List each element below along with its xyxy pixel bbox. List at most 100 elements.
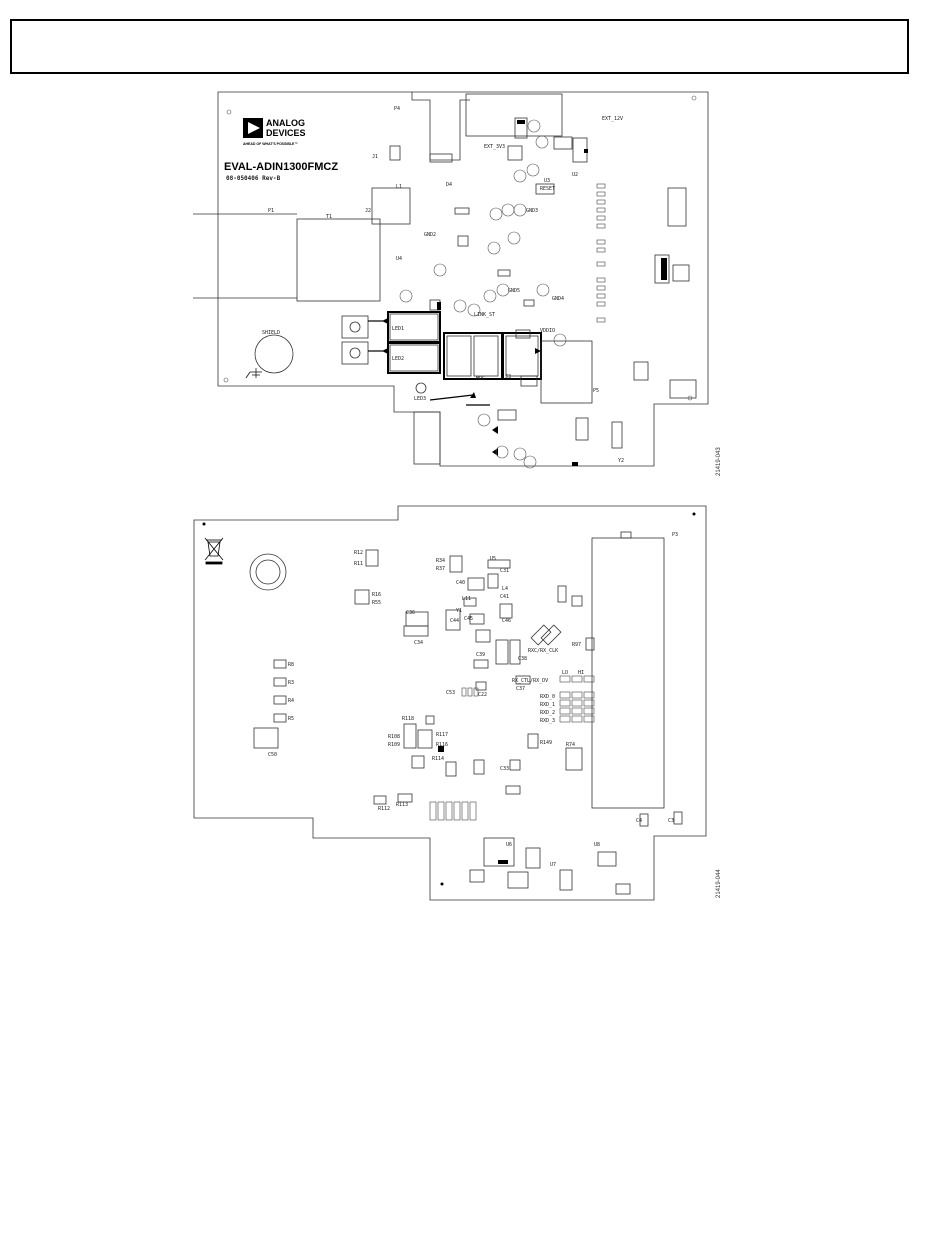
ref-ext-12v: EXT_12V	[602, 116, 623, 122]
bottom-board	[193, 505, 707, 901]
ref-c41: C41	[500, 594, 509, 600]
ref-l11: L11	[462, 596, 471, 602]
ref-p1: P1	[268, 208, 274, 214]
ref-c39: C39	[476, 652, 485, 658]
ref-r74: R74	[566, 742, 575, 748]
ref-c45: C45	[464, 616, 473, 622]
ref-j2: J2	[365, 208, 371, 214]
ic-p5	[540, 340, 593, 404]
ref-r3: R3	[288, 680, 294, 686]
top-board	[193, 91, 709, 467]
fmc-header-p3	[591, 537, 665, 809]
ref-r117: R117	[436, 732, 448, 738]
bottom-figure-id: 21419-044	[716, 869, 722, 898]
ref-c31: C31	[500, 568, 509, 574]
ref-u2: U2	[572, 172, 578, 178]
ref-c53: C53	[446, 690, 455, 696]
ref-c22: C22	[478, 692, 487, 698]
ref-r109: R109	[388, 742, 400, 748]
ref-r11: R11	[354, 561, 363, 567]
ref-u8: U8	[594, 842, 600, 848]
ground-symbol	[245, 368, 262, 379]
ref-r112: R112	[378, 806, 390, 812]
ref-r114: R114	[432, 756, 444, 762]
ref-r149: R149	[540, 740, 552, 746]
rj45-block	[296, 218, 381, 302]
ref-c46: C46	[502, 618, 511, 624]
shield-label: SHIELD	[262, 330, 280, 336]
ref-c44: C44	[450, 618, 459, 624]
eval-seal	[249, 553, 287, 591]
ref-r16: R16	[372, 592, 381, 598]
ref-u6: U6	[506, 842, 512, 848]
brand-line1: ANALOG	[266, 118, 305, 128]
ref-r4: R4	[288, 698, 294, 704]
ref-u3: U3	[544, 178, 550, 184]
ref-u4: U4	[396, 256, 402, 262]
ref-vddio: VDDIO	[540, 328, 555, 334]
ref-rxd1: RXD_1	[540, 702, 555, 708]
ref-c40: C40	[456, 580, 465, 586]
tagline: AHEAD OF WHAT'S POSSIBLE™	[243, 142, 298, 146]
part-number: 08-050406 Rev-B	[226, 175, 281, 182]
brand-line2: DEVICES	[266, 128, 306, 138]
ref-r113: R113	[396, 802, 408, 808]
led-socket-2	[387, 342, 441, 374]
ref-u7: U7	[550, 862, 556, 868]
ref-j3: J3	[505, 374, 511, 380]
board-name: EVAL-ADIN1300FMCZ	[224, 161, 338, 173]
ref-r5: R5	[288, 716, 294, 722]
ref-p4: P4	[394, 106, 400, 112]
top-figure-id: 21419-043	[716, 447, 722, 476]
ref-led1: LED1	[392, 326, 404, 332]
ref-r118: R118	[402, 716, 414, 722]
ref-rxd2: RXD_2	[540, 710, 555, 716]
ref-y2: Y2	[618, 458, 624, 464]
ref-lo: LO	[562, 670, 568, 676]
ref-rxc: RXC/RX_CLK	[528, 648, 558, 654]
top-board-test-points	[223, 95, 697, 469]
ref-c3: C3	[668, 818, 674, 824]
ref-c36: C36	[406, 610, 415, 616]
ref-rxd3: RXD_3	[540, 718, 555, 724]
ref-c4: C4	[636, 818, 642, 824]
bottom-board-outline	[193, 505, 707, 901]
ref-r34: R34	[436, 558, 445, 564]
ref-mdc: MDC	[476, 376, 485, 382]
ref-rxd0: RXD_0	[540, 694, 555, 700]
ref-link-st: LINK_ST	[474, 312, 495, 318]
analog-devices-logo	[243, 118, 263, 138]
top-resistor-array	[596, 183, 606, 323]
ref-r97: R97	[572, 642, 581, 648]
ref-c33: C33	[500, 766, 509, 772]
ref-gnd5: GND5	[508, 288, 520, 294]
ref-d4: D4	[446, 182, 452, 188]
ref-u5: U5	[490, 556, 496, 562]
ref-led3: LED3	[414, 396, 426, 402]
ref-c38: C38	[518, 656, 527, 662]
ref-gnd3: GND3	[526, 208, 538, 214]
ref-l4: L4	[502, 586, 508, 592]
ref-reset: RESET	[540, 186, 555, 192]
ref-r108: R108	[388, 734, 400, 740]
bottom-marks	[202, 512, 696, 886]
ref-led2: LED2	[392, 356, 404, 362]
top-board-outline	[217, 91, 709, 467]
ref-r37: R37	[436, 566, 445, 572]
bottom-crystal	[530, 624, 562, 646]
ref-hi: HI	[578, 670, 584, 676]
bottom-resistor-array	[429, 675, 595, 821]
weee-bin-icon	[204, 537, 224, 565]
ref-ext-3v3: EXT_3V3	[484, 144, 505, 150]
ref-p5: P5	[593, 388, 599, 394]
ref-t1: T1	[326, 214, 332, 220]
ref-rx-ctl: RX_CTL/RX_DV	[512, 678, 548, 684]
ref-c34: C34	[414, 640, 423, 646]
ref-gnd2: GND2	[424, 232, 436, 238]
ref-r55: R55	[372, 600, 381, 606]
ref-gnd4: GND4	[552, 296, 564, 302]
ref-l1: L1	[396, 184, 402, 190]
header-box	[10, 19, 909, 74]
ref-r12: R12	[354, 550, 363, 556]
